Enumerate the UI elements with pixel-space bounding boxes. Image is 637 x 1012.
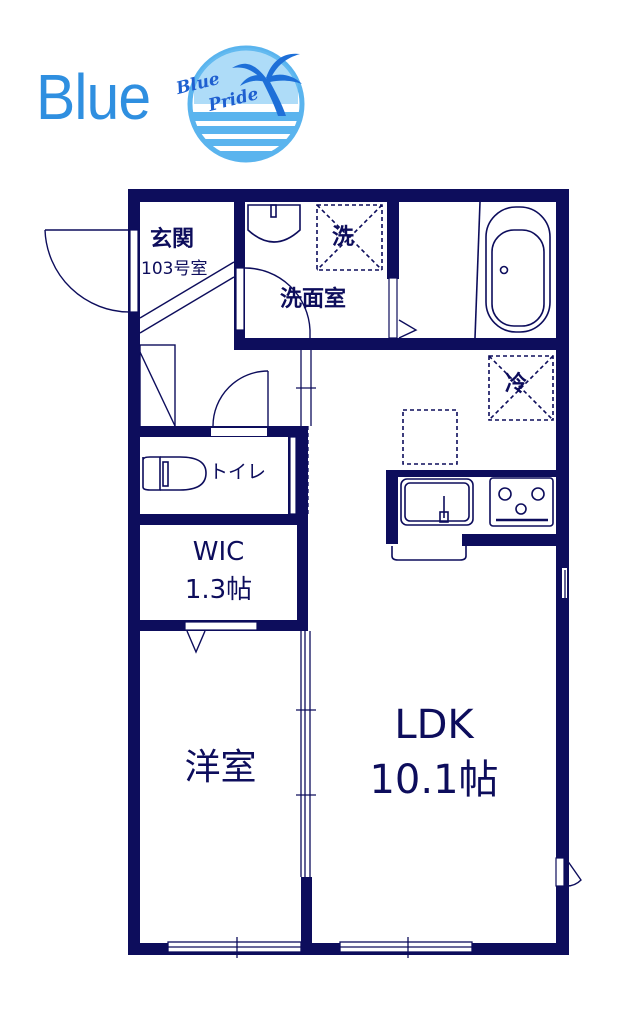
openings (129, 229, 567, 887)
logo-wordmark: Blue (36, 61, 151, 133)
palm-sun-icon (187, 45, 305, 163)
ldk-size: 10.1帖 (369, 757, 499, 803)
toilet-label: トイレ (209, 461, 267, 483)
sliding-door (296, 350, 316, 877)
walls (128, 189, 569, 955)
brand-logo: Blue Blue Pride (30, 30, 320, 163)
wic-size: 1.3帖 (184, 575, 253, 605)
fridge-mark: 冷 (505, 372, 528, 397)
western-room-label: 洋室 (184, 747, 257, 788)
ldk-label: LDK (394, 702, 474, 748)
entrance-label: 玄関 (150, 227, 195, 252)
wic-label: WIC (192, 537, 245, 567)
washer-mark: 洗 (332, 225, 355, 250)
doors (44, 229, 582, 887)
washroom-label: 洗面室 (280, 287, 347, 312)
unit-number-label: 103号室 (141, 259, 208, 279)
fixtures (142, 201, 554, 561)
logo-badge: Blue Pride (174, 38, 308, 166)
windows (167, 570, 566, 958)
